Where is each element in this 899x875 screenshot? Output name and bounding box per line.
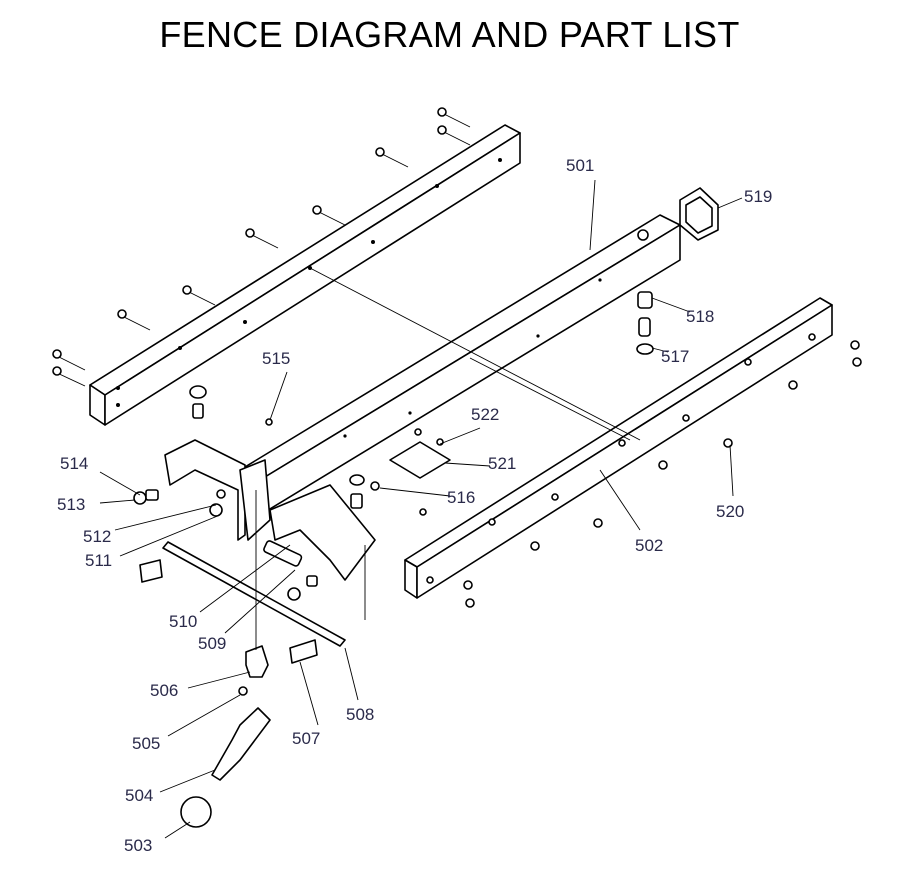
label-502: 502 [635,536,663,555]
label-511: 511 [85,551,112,570]
label-507: 507 [292,729,320,748]
label-504: 504 [125,786,153,805]
clamp-plate-521 [389,428,451,479]
fence-bracket [133,385,427,601]
diagram-title: FENCE DIAGRAM AND PART LIST [159,14,740,55]
label-518: 518 [686,307,714,326]
part-number-labels: 501 519 518 517 515 522 521 516 514 513 … [57,156,772,855]
handle-assembly [180,645,271,828]
label-505: 505 [132,734,160,753]
label-508: 508 [346,705,374,724]
label-521: 521 [488,454,516,473]
rear-fence-face [89,124,521,426]
end-cap-519 [679,187,719,241]
label-512: 512 [83,527,111,546]
roller-parts-517-518 [636,291,654,355]
leader-lines [99,179,743,839]
label-520: 520 [716,502,744,521]
label-503: 503 [124,836,152,855]
front-fence-face-502 [404,297,833,599]
label-513: 513 [57,495,85,514]
label-510: 510 [169,612,197,631]
label-516: 516 [447,488,475,507]
label-514: 514 [60,454,88,473]
label-519: 519 [744,187,772,206]
label-522: 522 [471,405,499,424]
locking-bar-508 [139,541,346,664]
label-509: 509 [198,634,226,653]
label-501: 501 [566,156,594,175]
label-517: 517 [661,347,689,366]
label-506: 506 [150,681,178,700]
front-screws-520 [463,340,862,608]
rear-screw-heads [52,107,447,376]
label-515: 515 [262,349,290,368]
rear-screws [54,111,471,387]
